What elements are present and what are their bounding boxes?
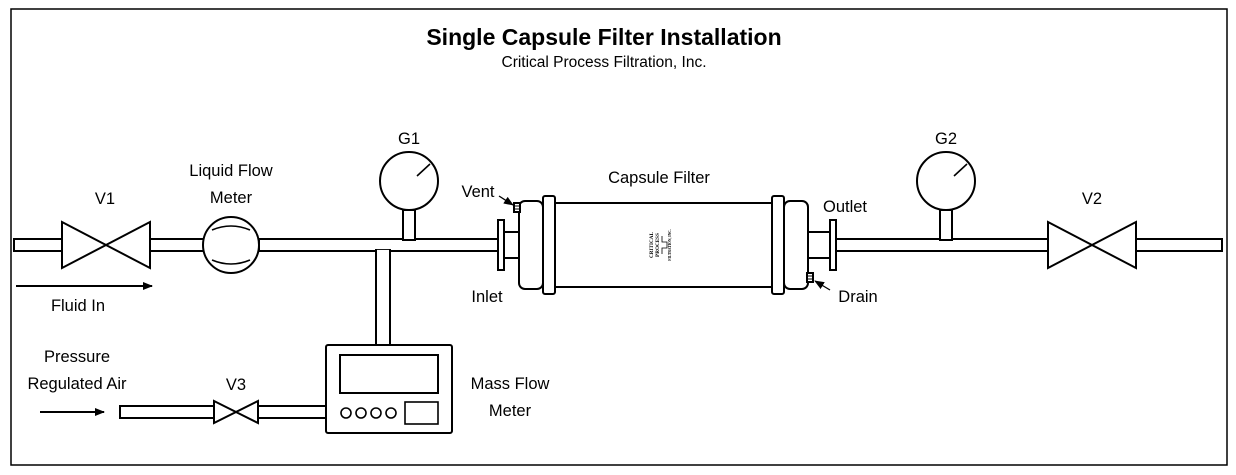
gauge-g1-label: G1 bbox=[398, 130, 420, 148]
liquid-flow-meter-label-line2: Meter bbox=[210, 189, 253, 207]
pipe-v1-to-flowmeter bbox=[149, 238, 205, 252]
filter-logo-line1: CRITICAL bbox=[649, 231, 655, 257]
valve-v2 bbox=[1047, 220, 1137, 270]
vent-pointer-arrow bbox=[498, 195, 514, 206]
pressure-air-label-line1: Pressure bbox=[44, 348, 110, 366]
tee-pipe-to-mass-flow-meter bbox=[375, 249, 391, 347]
valve-v3 bbox=[213, 399, 259, 425]
mass-flow-meter-button-1 bbox=[340, 407, 352, 419]
gauge-g2-label: G2 bbox=[935, 130, 957, 148]
outlet-pipe bbox=[1135, 238, 1223, 252]
pressure-gauge-g2 bbox=[916, 151, 976, 241]
mass-flow-meter-button-2 bbox=[355, 407, 367, 419]
capsule-filter bbox=[497, 195, 837, 295]
mass-flow-meter-readout bbox=[404, 401, 439, 425]
drain-label: Drain bbox=[838, 288, 877, 306]
air-pipe-to-v3 bbox=[119, 405, 215, 419]
mass-flow-meter-label-line2: Meter bbox=[489, 402, 532, 420]
pressure-air-label-line2: Regulated Air bbox=[27, 375, 127, 393]
liquid-flow-meter-label-line1: Liquid Flow bbox=[189, 162, 273, 180]
filter-logo-line3: FILTRATION, INC. bbox=[668, 229, 672, 261]
drain-pointer-arrow bbox=[814, 280, 831, 291]
outlet-label: Outlet bbox=[823, 198, 867, 216]
valve-v1 bbox=[61, 220, 151, 270]
valve-v3-label: V3 bbox=[226, 376, 246, 394]
inlet-pipe bbox=[13, 238, 63, 252]
liquid-flow-meter bbox=[202, 216, 260, 274]
mass-flow-meter-button-4 bbox=[385, 407, 397, 419]
vent-label: Vent bbox=[461, 183, 494, 201]
capsule-filter-label: Capsule Filter bbox=[608, 169, 710, 187]
mass-flow-meter bbox=[325, 344, 453, 434]
fluid-in-label: Fluid In bbox=[51, 297, 105, 315]
mass-flow-meter-label-line1: Mass Flow bbox=[471, 375, 550, 393]
filter-logo: CRITICAL PROCESS FILTRATION, INC. bbox=[649, 229, 672, 261]
diagram-title: Single Capsule Filter Installation bbox=[426, 24, 781, 50]
pressure-gauge-g1 bbox=[379, 151, 439, 241]
filter-logo-line2: PROCESS bbox=[655, 233, 661, 257]
diagram-subtitle: Critical Process Filtration, Inc. bbox=[502, 54, 707, 71]
valve-v1-label: V1 bbox=[95, 190, 115, 208]
mass-flow-meter-button-3 bbox=[370, 407, 382, 419]
air-pipe-v3-to-mass-flow-meter bbox=[257, 405, 327, 419]
inlet-label: Inlet bbox=[471, 288, 503, 306]
mass-flow-meter-display bbox=[339, 354, 439, 394]
valve-v2-label: V2 bbox=[1082, 190, 1102, 208]
